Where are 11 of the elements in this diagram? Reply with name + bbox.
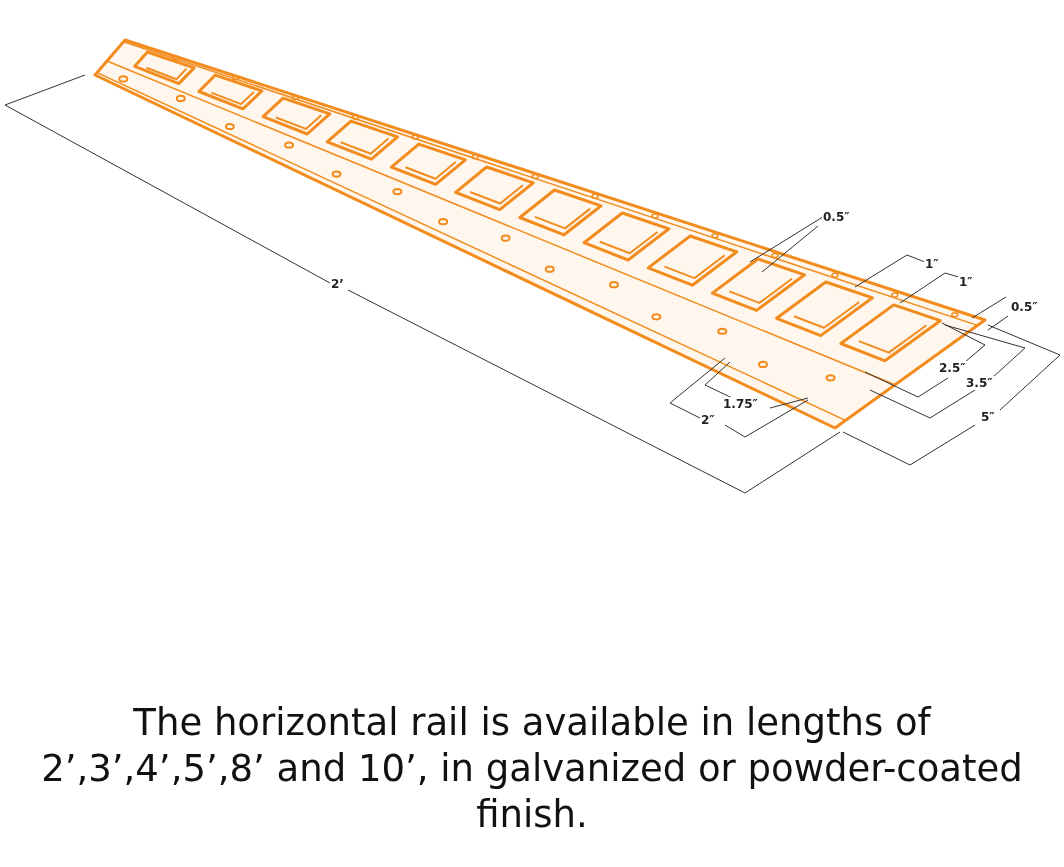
dimension-label: 1.75″	[722, 397, 759, 411]
dimension-label: 1″	[924, 257, 940, 271]
dimension-label: 2″	[700, 413, 716, 427]
dimension-label: 3.5″	[965, 376, 994, 390]
caption: The horizontal rail is available in lengths of 2’,3’,4’,5’,8’ and 10’, in galvanized or powder-coated finish.	[40, 700, 1024, 838]
dimension-label: 0.5″	[1010, 300, 1039, 314]
dimension-label: 2’	[330, 277, 345, 291]
dimension-label: 5″	[980, 410, 996, 424]
dimension-label: 0.5″	[822, 210, 851, 224]
dimension-label: 1″	[958, 275, 974, 289]
dimension-label: 2.5″	[938, 361, 967, 375]
